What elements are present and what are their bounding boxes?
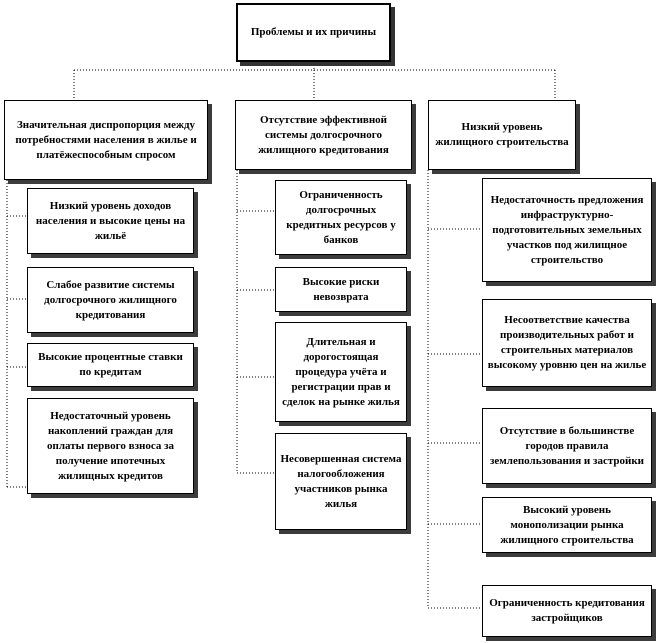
column-3-item-3-text: Отсутствие в большинстве городов правила… (490, 424, 644, 467)
column-2-header-text: Отсутствие эффективной системы долгосроч… (258, 113, 389, 156)
column-3-item-4: Высокий уровень монополизации рынка жили… (482, 497, 652, 553)
column-3-item-4-text: Высокий уровень монополизации рынка жили… (500, 503, 634, 546)
root-node: Проблемы и их причины (236, 3, 391, 62)
column-1-header-text: Значительная диспропорция между потребно… (15, 118, 197, 161)
column-3-item-3: Отсутствие в большинстве городов правила… (482, 408, 652, 484)
column-1-item-4: Недостаточный уровень накоплений граждан… (27, 398, 194, 494)
column-1-item-1-text: Низкий уровень доходов населения и высок… (35, 199, 186, 242)
column-3-header-text: Низкий уровень жилищного строительства (435, 121, 569, 148)
column-3-item-5: Ограниченность кредитования застройщиков (482, 585, 652, 637)
column-2-item-2-text: Высокие риски невозврата (302, 275, 380, 303)
column-1-item-2-text: Слабое развитие системы долгосрочного жи… (44, 278, 177, 321)
column-1-header: Значительная диспропорция между потребно… (4, 100, 208, 180)
column-3-item-2-text: Несоответствие качества производительных… (487, 314, 647, 371)
column-2-header: Отсутствие эффективной системы долгосроч… (235, 100, 412, 170)
column-3-header: Низкий уровень жилищного строительства (428, 100, 576, 170)
column-2-item-2: Высокие риски невозврата (275, 267, 407, 312)
column-3-item-5-text: Ограниченность кредитования застройщиков (489, 597, 645, 624)
column-1-item-3: Высокие процентные ставки по кредитам (27, 343, 194, 387)
column-3-item-1: Недостаточность предложения инфраструкту… (482, 178, 652, 282)
column-1-item-2: Слабое развитие системы долгосрочного жи… (27, 267, 194, 333)
column-2-item-3: Длительная и дорогостоящая процедура учё… (275, 322, 407, 422)
column-2-item-4-text: Несовершенная система налогообложения уч… (280, 452, 402, 510)
column-3-item-1-text: Недостаточность предложения инфраструкту… (490, 193, 644, 266)
column-2-item-4: Несовершенная система налогообложения уч… (275, 433, 407, 530)
column-3-item-2: Несоответствие качества производительных… (482, 299, 652, 387)
column-1-item-4-text: Недостаточный уровень накоплений граждан… (46, 409, 175, 482)
column-1-item-3-text: Высокие процентные ставки по кредитам (38, 351, 183, 378)
column-2-item-3-text: Длительная и дорогостоящая процедура учё… (282, 335, 400, 408)
column-1-item-1: Низкий уровень доходов населения и высок… (27, 188, 194, 254)
column-2-item-1-text: Ограниченность долгосрочных кредитных ре… (286, 188, 396, 246)
column-2-item-1: Ограниченность долгосрочных кредитных ре… (275, 180, 407, 255)
root-title: Проблемы и их причины (250, 26, 377, 38)
